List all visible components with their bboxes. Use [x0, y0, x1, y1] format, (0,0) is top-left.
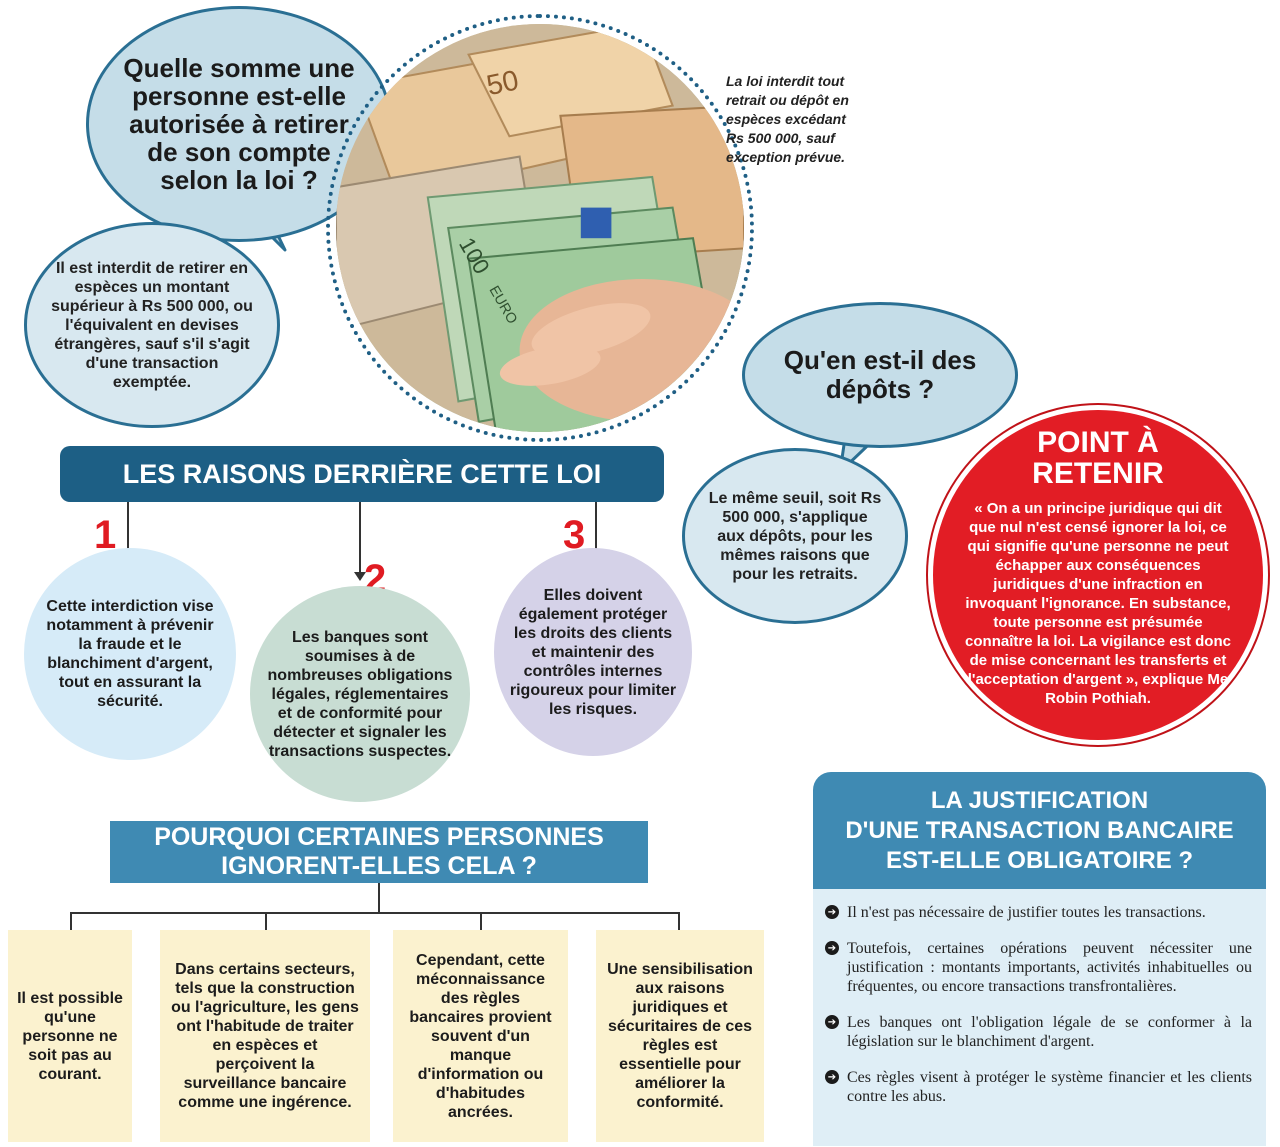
money-photo: 50 100 EURO: [336, 24, 744, 432]
justification-item-3: ➔ Les banques ont l'obligation légale de…: [825, 1013, 1252, 1051]
banknotes-illustration: 50 100 EURO: [336, 24, 744, 432]
note-label-50: 50: [484, 64, 522, 102]
why-card-text-2: Dans certains secteurs, tels que la cons…: [171, 961, 359, 1111]
justification-title-line2: D'UNE TRANSACTION BANCAIRE: [845, 816, 1234, 844]
why-card-text-1: Il est possible qu'une personne ne soit …: [17, 989, 123, 1083]
why-card-1: Il est possible qu'une personne ne soit …: [8, 930, 132, 1142]
reason-number-3: 3: [563, 513, 586, 557]
photo-caption: La loi interdit tout retrait ou dépôt en…: [726, 72, 866, 167]
reason-text-3: Elles doivent également protéger les dro…: [509, 586, 677, 718]
why-connector-2: [265, 912, 267, 936]
arrow-right-circle-icon: ➔: [825, 1015, 839, 1029]
why-card-4: Une sensibilisation aux raisons juridiqu…: [596, 930, 764, 1142]
reasons-banner: LES RAISONS DERRIÈRE CETTE LOI: [60, 446, 664, 502]
justification-item-1: ➔ Il n'est pas nécessaire de justifier t…: [825, 903, 1252, 922]
arrow-right-circle-icon: ➔: [825, 1070, 839, 1084]
connector-3: [595, 502, 597, 574]
connector-2: [359, 502, 361, 574]
why-banner: POURQUOI CERTAINES PERSONNES IGNORENT-EL…: [110, 821, 648, 883]
question-bubble-deposits: Qu'en est-il des dépôts ?: [742, 302, 1018, 448]
why-card-2: Dans certains secteurs, tels que la cons…: [160, 930, 370, 1142]
justification-title-line3: EST-ELLE OBLIGATOIRE ?: [885, 846, 1194, 874]
arrow-right-circle-icon: ➔: [825, 905, 839, 919]
reason-number-1: 1: [94, 513, 117, 557]
question-bubble-withdrawal: Quelle somme une personne est-elle autor…: [86, 6, 392, 242]
justification-header: LA JUSTIFICATION D'UNE TRANSACTION BANCA…: [813, 772, 1266, 889]
question-withdrawal-text: Quelle somme une personne est-elle autor…: [123, 53, 355, 195]
reason-text-1: Cette interdiction vise notamment à prév…: [46, 598, 214, 710]
photo-caption-text: La loi interdit tout retrait ou dépôt en…: [726, 73, 849, 165]
why-card-text-3: Cependant, cette méconnaissance des règl…: [409, 951, 552, 1121]
justification-title-line1: LA JUSTIFICATION: [930, 786, 1149, 814]
connector-1: [127, 502, 129, 552]
why-title-line2: IGNORENT-ELLES CELA ?: [221, 852, 537, 880]
why-title-line1: POURQUOI CERTAINES PERSONNES: [154, 823, 604, 851]
justification-box: LA JUSTIFICATION D'UNE TRANSACTION BANCA…: [813, 772, 1266, 1146]
answer-deposits-text: Le même seuil, soit Rs 500 000, s'appliq…: [708, 489, 882, 583]
arrow-right-circle-icon: ➔: [825, 941, 839, 955]
reason-circle-3: Elles doivent également protéger les dro…: [494, 548, 692, 756]
why-card-3: Cependant, cette méconnaissance des règl…: [393, 930, 568, 1142]
why-connector-1: [70, 912, 72, 936]
why-connector-3: [480, 912, 482, 936]
answer-withdrawal-text: Il est interdit de retirer en espèces un…: [51, 259, 253, 391]
arrow-2: [354, 572, 366, 581]
money-photo-frame: 50 100 EURO: [326, 14, 754, 442]
answer-bubble-deposits: Le même seuil, soit Rs 500 000, s'appliq…: [682, 448, 908, 624]
why-connector-4: [678, 912, 680, 936]
reasons-title: LES RAISONS DERRIÈRE CETTE LOI: [122, 458, 602, 489]
point-a-retenir-title: POINT À RETENIR: [1032, 425, 1164, 490]
point-a-retenir-quote: « On a un principe juridique qui dit que…: [965, 499, 1231, 707]
justification-item-2: ➔ Toutefois, certaines opérations peuven…: [825, 939, 1252, 996]
reason-circle-2: Les banques sont soumises à de nombreuse…: [250, 586, 470, 802]
why-connector-main: [378, 883, 380, 913]
why-connector-horizontal: [70, 912, 680, 914]
justification-list: ➔ Il n'est pas nécessaire de justifier t…: [813, 889, 1266, 1106]
answer-bubble-withdrawal: Il est interdit de retirer en espèces un…: [24, 222, 280, 428]
why-card-text-4: Une sensibilisation aux raisons juridiqu…: [607, 961, 753, 1111]
question-deposits-text: Qu'en est-il des dépôts ?: [783, 345, 977, 404]
justification-item-4: ➔ Ces règles visent à protéger le systèm…: [825, 1068, 1252, 1106]
reason-text-2: Les banques sont soumises à de nombreuse…: [267, 628, 453, 760]
reason-circle-1: Cette interdiction vise notamment à prév…: [24, 548, 236, 760]
point-a-retenir-circle: POINT À RETENIR « On a un principe jurid…: [933, 410, 1263, 740]
